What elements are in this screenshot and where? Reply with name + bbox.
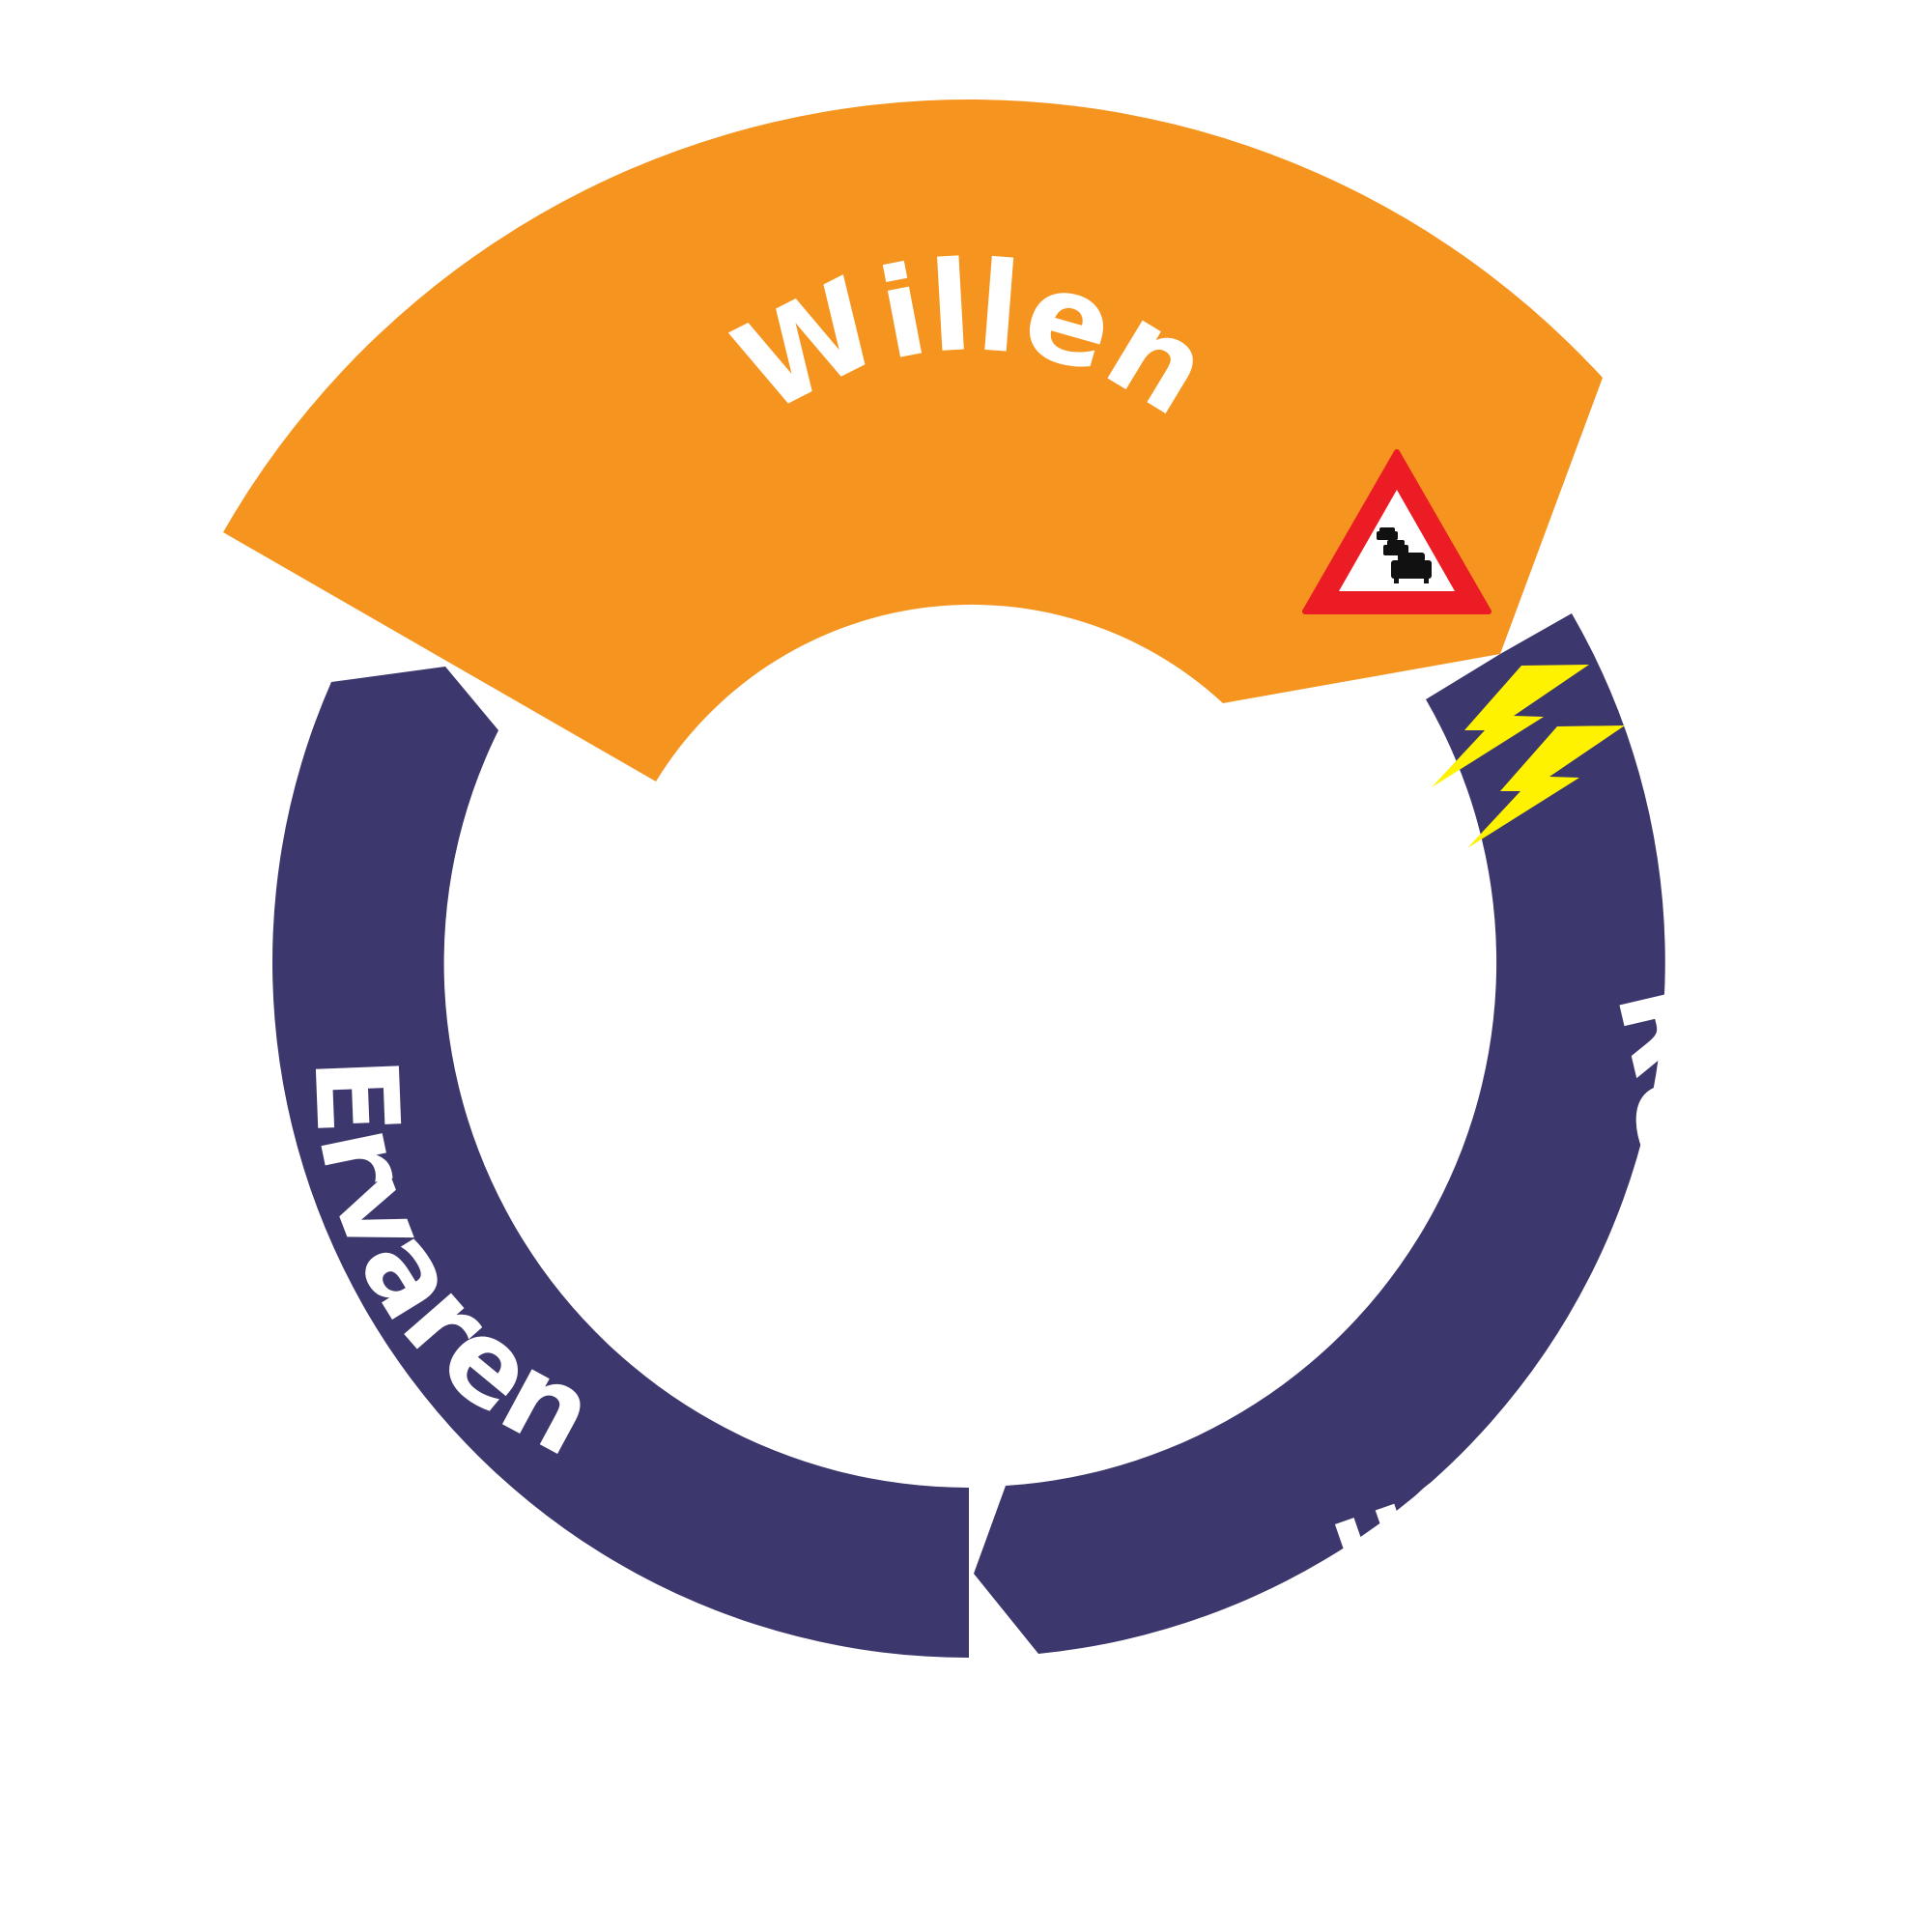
traffic-jam-warning-sign-icon — [1302, 449, 1492, 614]
double-lightning-bolt-icon — [1432, 665, 1625, 848]
realiseren-segment — [974, 613, 1665, 1654]
ervaren-segment — [272, 667, 969, 1659]
willen-segment — [223, 99, 1603, 781]
